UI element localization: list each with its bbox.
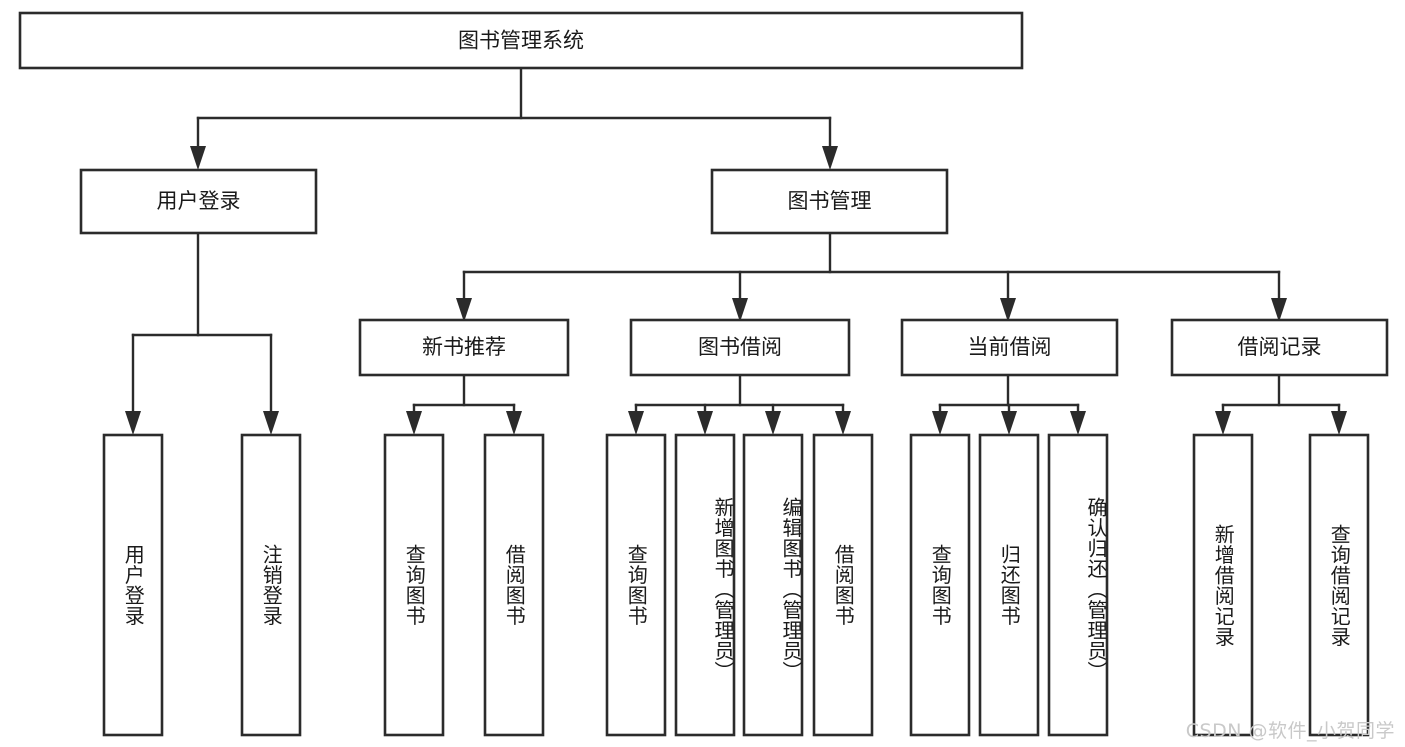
node-box-leaf-query-book-bb[interactable]: [605, 433, 667, 737]
node-box-leaf-user-login[interactable]: [102, 433, 164, 737]
node-box-book-borrow[interactable]: [629, 318, 851, 377]
connector-group-current-borrow: [932, 373, 1086, 435]
node-label-current-borrow: 当前借阅: [968, 335, 1052, 359]
node-box-leaf-confirm-return-admin[interactable]: [1047, 433, 1109, 737]
node-label-book-manage: 图书管理: [788, 189, 872, 213]
connector-group-book-borrow: [628, 373, 851, 435]
node-box-leaf-borrow-book-nbr[interactable]: [483, 433, 545, 737]
node-label-borrow-record: 借阅记录: [1238, 335, 1322, 359]
arrow-head-bm-child-0: [456, 298, 472, 322]
node-box-borrow-record[interactable]: [1170, 318, 1389, 377]
arrow-head-ul-child-1: [263, 411, 279, 435]
node-box-leaf-query-book-nbr[interactable]: [383, 433, 445, 737]
arrow-head-bb-child-3: [835, 411, 851, 435]
csdn-watermark: CSDN @软件_小贺同学: [1185, 720, 1395, 742]
arrow-head-bb-child-1: [697, 411, 713, 435]
node-box-leaf-return-book[interactable]: [978, 433, 1040, 737]
node-box-leaf-query-book-cb[interactable]: [909, 433, 971, 737]
arrow-head-bm-child-3: [1271, 298, 1287, 322]
connector-group-borrow-record: [1215, 373, 1347, 435]
connector-group-new-book-recommend: [406, 373, 522, 435]
arrow-head-nbr-child-1: [506, 411, 522, 435]
arrow-head-br-child-1: [1331, 411, 1347, 435]
node-box-leaf-add-book-admin[interactable]: [674, 433, 736, 737]
connector-group-root: [190, 66, 838, 170]
node-box-leaf-query-borrow-record[interactable]: [1308, 433, 1370, 737]
node-box-current-borrow[interactable]: [900, 318, 1119, 377]
arrow-head-br-child-0: [1215, 411, 1231, 435]
connector-group-book-manage: [456, 231, 1287, 322]
arrow-head-cb-child-0: [932, 411, 948, 435]
node-box-leaf-borrow-book-bb[interactable]: [812, 433, 874, 737]
arrow-head-user-login: [190, 146, 206, 170]
arrow-head-bm-child-2: [1000, 298, 1016, 322]
arrow-head-bm-child-1: [732, 298, 748, 322]
node-box-root[interactable]: [18, 11, 1024, 70]
arrow-head-bb-child-2: [765, 411, 781, 435]
node-box-user-login[interactable]: [79, 168, 318, 235]
arrow-head-nbr-child-0: [406, 411, 422, 435]
node-box-leaf-add-borrow-record[interactable]: [1192, 433, 1254, 737]
node-label-root: 图书管理系统: [458, 29, 584, 53]
arrow-head-book-manage: [822, 146, 838, 170]
arrow-head-bb-child-0: [628, 411, 644, 435]
node-box-new-book-recommend[interactable]: [358, 318, 570, 377]
node-label-book-borrow: 图书借阅: [698, 335, 782, 359]
node-box-leaf-logout[interactable]: [240, 433, 302, 737]
node-label-new-book-recommend: 新书推荐: [422, 335, 506, 359]
arrow-head-ul-child-0: [125, 411, 141, 435]
connector-group-user-login: [125, 231, 279, 435]
arrow-head-cb-child-1: [1001, 411, 1017, 435]
arrow-head-cb-child-2: [1070, 411, 1086, 435]
node-box-book-manage[interactable]: [710, 168, 949, 235]
node-box-leaf-edit-book-admin[interactable]: [742, 433, 804, 737]
node-label-user-login: 用户登录: [157, 189, 241, 213]
